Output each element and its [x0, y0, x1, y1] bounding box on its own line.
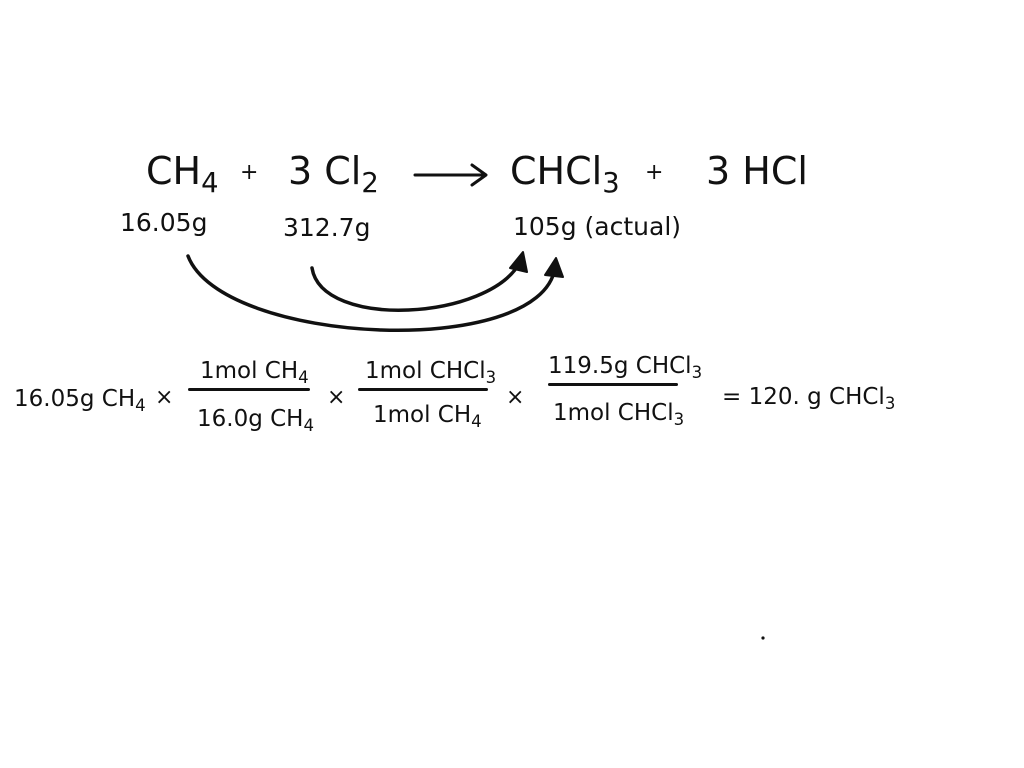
plus-sign-2: +: [645, 160, 664, 185]
fraction2-denominator: 1mol CH4: [373, 402, 482, 431]
fraction3-bar: [548, 383, 678, 386]
reactant-cl2: 3 Cl2: [288, 149, 379, 199]
product-chcl3: CHCl3: [510, 149, 620, 199]
fraction1-denominator: 16.0g CH4: [197, 406, 315, 435]
calc-start-amount: 16.05g CH4: [14, 386, 146, 415]
calc-result: = 120. g CHCl3: [722, 384, 896, 413]
reaction-arrow-icon: [413, 163, 488, 187]
fraction1-bar: [188, 388, 310, 391]
times-sign-1: ×: [155, 385, 174, 410]
mass-ch4: 16.05g: [120, 208, 208, 237]
curved-arrow-ch4-to-chcl3-icon: [186, 254, 564, 332]
stray-dot-icon: [761, 636, 765, 640]
fraction2-bar: [358, 388, 488, 391]
fraction3-denominator: 1mol CHCl3: [553, 400, 685, 429]
times-sign-2: ×: [327, 385, 346, 410]
mass-cl2: 312.7g: [283, 213, 371, 242]
product-hcl: 3 HCl: [706, 149, 808, 193]
mass-chcl3-actual: 105g (actual): [513, 212, 682, 241]
plus-sign-1: +: [240, 160, 259, 185]
times-sign-3: ×: [506, 385, 525, 410]
fraction2-numerator: 1mol CHCl3: [365, 358, 497, 387]
fraction3-numerator: 119.5g CHCl3: [548, 353, 703, 382]
reactant-ch4: CH4: [146, 149, 219, 199]
fraction1-numerator: 1mol CH4: [200, 358, 309, 387]
curved-arrow-cl2-to-chcl3-icon: [310, 251, 528, 312]
